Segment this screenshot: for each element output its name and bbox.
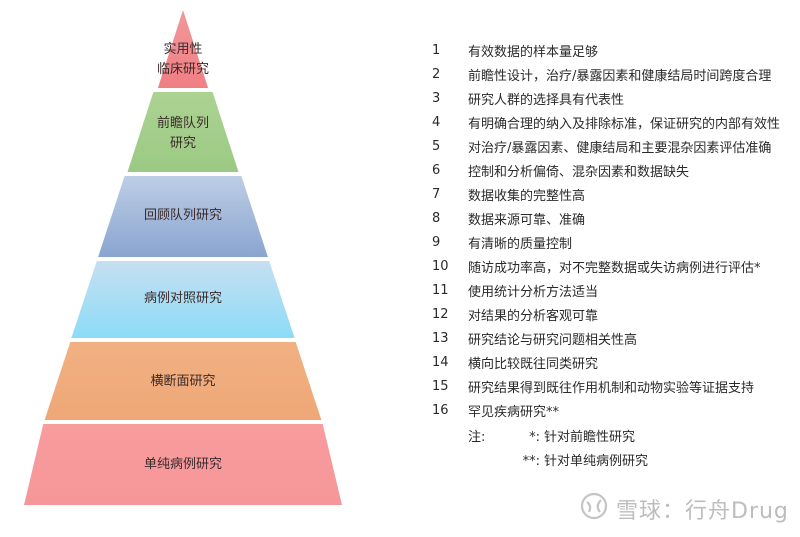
criteria-item: 1 有效数据的样本量足够 [424,38,598,62]
criteria-item: 6 控制和分析偏倚、混杂因素和数据缺失 [424,158,689,182]
criteria-text: 罕见疾病研究** [468,404,560,420]
band-5-label: 横断面研究 [103,372,263,392]
criteria-item: 13 研究结论与研究问题相关性高 [424,326,637,350]
criteria-text: 随访成功率高，对不完整数据或失访病例进行评估* [468,260,761,276]
notes-label: 注: [468,430,486,445]
criteria-item: 8 数据来源可靠、准确 [424,206,585,230]
criteria-number: 13 [432,330,449,346]
criteria-text: 研究结果得到既往作用机制和动物实验等证据支持 [468,380,755,396]
criteria-text: 有明确合理的纳入及排除标准，保证研究的内部有效性 [468,116,781,132]
watermark-text: 雪球：行舟Drug [616,499,789,524]
band-3-shape [98,176,268,257]
criteria-number: 1 [432,42,441,58]
criteria-item: 4 有明确合理的纳入及排除标准，保证研究的内部有效性 [424,110,780,134]
note-1-marker: *: [529,430,540,445]
band-4-label-line1: 病例对照研究 [143,291,222,306]
criteria-item: 15 研究结果得到既往作用机制和动物实验等证据支持 [424,374,754,398]
criteria-item: 12 对结果的分析客观可靠 [424,302,598,326]
band-6-label: 单纯病例研究 [103,455,263,475]
criteria-number: 3 [432,90,441,106]
note-1-text: 针对前瞻性研究 [544,430,636,445]
criteria-number: 8 [432,210,441,226]
criteria-number: 2 [432,66,441,82]
criteria-number: 5 [432,138,441,154]
criteria-text: 有效数据的样本量足够 [468,44,599,60]
criteria-item: 5 对治疗/暴露因素、健康结局和主要混杂因素评估准确 [424,134,771,158]
criteria-number: 16 [432,402,449,418]
band-6-label-line1: 单纯病例研究 [143,457,222,472]
band-4-shape [71,261,295,338]
band-5-shape [44,342,322,420]
band-2-label-line1: 前瞻队列 [156,116,209,131]
band-2-label-line2: 研究 [169,136,196,151]
band-3-label-line1: 回顾队列研究 [143,208,222,223]
criteria-item: 14 横向比较既往同类研究 [424,350,598,374]
evidence-pyramid: 实用性 临床研究 前瞻队列 研究 回顾队列研究 病例对照研究 横断面研究 单纯病… [0,0,380,533]
note-2-text: 针对单纯病例研究 [544,454,649,469]
band-2-label: 前瞻队列 研究 [123,114,243,154]
criteria-number: 15 [432,378,449,394]
watermark: 雪球：行舟Drug [580,492,789,526]
criteria-item: 2 前瞻性设计，治疗/暴露因素和健康结局时间跨度合理 [424,62,771,86]
note-2: **: 针对单纯病例研究 [512,450,648,469]
criteria-item: 3 研究人群的选择具有代表性 [424,86,624,110]
snowball-logo-icon [580,492,608,526]
criteria-item: 7 数据收集的完整性高 [424,182,585,206]
criteria-number: 12 [432,306,449,322]
criteria-number: 6 [432,162,441,178]
band-4-label: 病例对照研究 [103,289,263,309]
criteria-number: 7 [432,186,441,202]
band-6-shape [24,424,342,505]
pyramid-shapes [24,10,342,505]
note-2-marker: **: [522,454,540,469]
band-1-label: 实用性 临床研究 [133,40,233,80]
criteria-number: 14 [432,354,449,370]
criteria-text: 研究人群的选择具有代表性 [468,92,625,108]
criteria-text: 研究结论与研究问题相关性高 [468,332,638,348]
band-1-label-line1: 实用性 [163,42,203,57]
criteria-item: 11 使用统计分析方法适当 [424,278,598,302]
note-1: *: 针对前瞻性研究 [512,426,635,445]
criteria-text: 使用统计分析方法适当 [468,284,599,300]
criteria-text: 对结果的分析客观可靠 [468,308,599,324]
criteria-text: 有清晰的质量控制 [468,236,573,252]
band-3-label: 回顾队列研究 [103,206,263,226]
criteria-text: 对治疗/暴露因素、健康结局和主要混杂因素评估准确 [468,140,772,156]
band-1-shape [157,10,209,88]
criteria-text: 横向比较既往同类研究 [468,356,599,372]
criteria-text: 控制和分析偏倚、混杂因素和数据缺失 [468,164,690,180]
band-2-shape [127,92,239,172]
criteria-number: 10 [432,258,449,274]
criteria-number: 9 [432,234,441,250]
criteria-text: 数据来源可靠、准确 [468,212,586,228]
criteria-item: 9 有清晰的质量控制 [424,230,572,254]
criteria-number: 11 [432,282,449,298]
criteria-number: 4 [432,114,441,130]
criteria-text: 前瞻性设计，治疗/暴露因素和健康结局时间跨度合理 [468,68,772,84]
band-5-label-line1: 横断面研究 [150,374,216,389]
band-1-label-line2: 临床研究 [156,62,209,77]
criteria-text: 数据收集的完整性高 [468,188,586,204]
criteria-item: 16 罕见疾病研究** [424,398,559,422]
criteria-item: 10 随访成功率高，对不完整数据或失访病例进行评估* [424,254,761,278]
